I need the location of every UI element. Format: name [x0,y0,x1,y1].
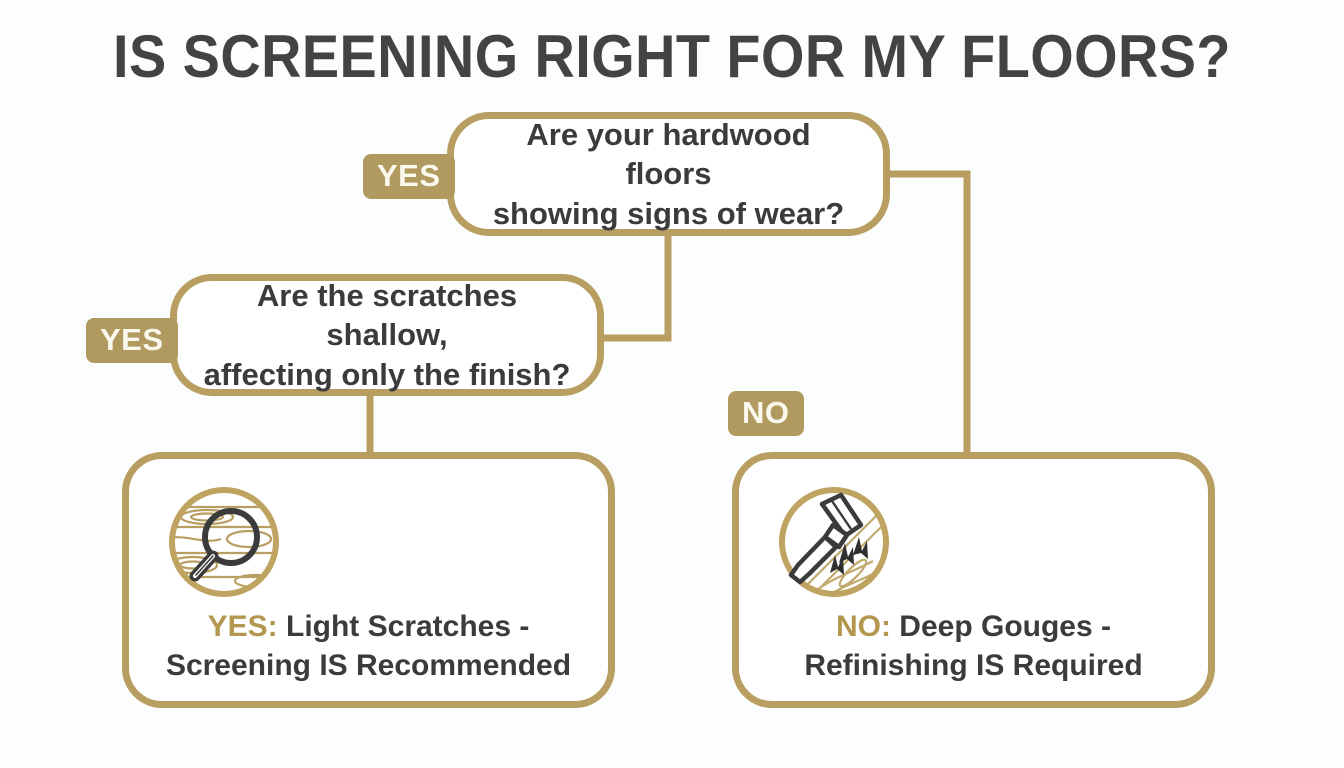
connector-wear-no-to-card [890,170,971,452]
outcome-line2-no: Refinishing IS Required [804,649,1143,682]
decision-wear-line2: showing signs of wear? [492,195,845,231]
outcome-key-yes: YES: [207,610,278,643]
outcome-caption-screening: YES: Light Scratches - Screening IS Reco… [129,607,608,685]
decision-scratches-line1: Are the scratches shallow, [256,277,518,353]
decision-scratches-text: Are the scratches shallow, affecting onl… [203,276,571,395]
hammer-gouge-wood-icon [779,487,889,597]
decision-box-scratches[interactable]: Are the scratches shallow, affecting onl… [170,274,604,396]
outcome-card-screening[interactable]: YES: Light Scratches - Screening IS Reco… [122,452,615,708]
badge-yes-wear: YES [363,154,455,199]
badge-no: NO [728,391,804,436]
magnifier-wood-grain-icon [169,487,279,597]
outcome-card-refinishing[interactable]: NO: Deep Gouges - Refinishing IS Require… [732,452,1215,708]
page-title: IS SCREENING RIGHT FOR MY FLOORS? [113,23,1231,90]
outcome-key-no: NO: [835,610,891,643]
decision-box-wear[interactable]: Are your hardwood floors showing signs o… [447,112,890,236]
outcome-line1-yes: Light Scratches - [277,610,530,643]
outcome-caption-refinishing: NO: Deep Gouges - Refinishing IS Require… [739,607,1208,685]
decision-wear-text: Are your hardwood floors showing signs o… [480,115,857,234]
decision-scratches-line2: affecting only the finish? [203,356,571,392]
decision-wear-line1: Are your hardwood floors [526,116,811,192]
outcome-line2-yes: Screening IS Recommended [165,649,572,682]
connector-wear-to-scratches [604,236,672,342]
outcome-line1-no: Deep Gouges - [890,610,1112,643]
badge-yes-scratches: YES [86,318,178,363]
